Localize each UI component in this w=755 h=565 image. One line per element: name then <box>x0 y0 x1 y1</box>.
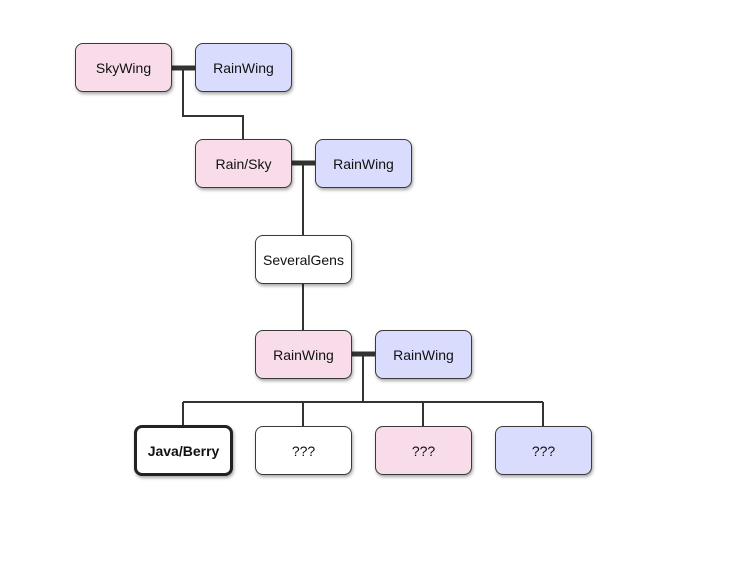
node-label: RainWing <box>333 155 394 172</box>
node-label: Java/Berry <box>147 442 220 459</box>
node-label: RainWing <box>213 59 274 76</box>
node-label: RainWing <box>273 346 334 363</box>
node-child-4: ??? <box>495 426 592 475</box>
node-several-gens: SeveralGens <box>255 235 352 284</box>
node-gen1-left: SkyWing <box>75 43 172 92</box>
node-gen1-right: RainWing <box>195 43 292 92</box>
node-label: SeveralGens <box>263 251 344 268</box>
node-label: SkyWing <box>95 59 152 76</box>
node-gen2-left: Rain/Sky <box>195 139 292 188</box>
node-child-2: ??? <box>255 426 352 475</box>
node-label: ??? <box>531 442 556 459</box>
node-child-1: Java/Berry <box>134 425 233 476</box>
node-child-3: ??? <box>375 426 472 475</box>
node-label: ??? <box>291 442 316 459</box>
node-gen3-right: RainWing <box>375 330 472 379</box>
node-gen3-left: RainWing <box>255 330 352 379</box>
node-label: ??? <box>411 442 436 459</box>
node-label: Rain/Sky <box>215 155 272 172</box>
node-label: RainWing <box>393 346 454 363</box>
node-gen2-right: RainWing <box>315 139 412 188</box>
descent-line-gen1 <box>182 68 244 139</box>
